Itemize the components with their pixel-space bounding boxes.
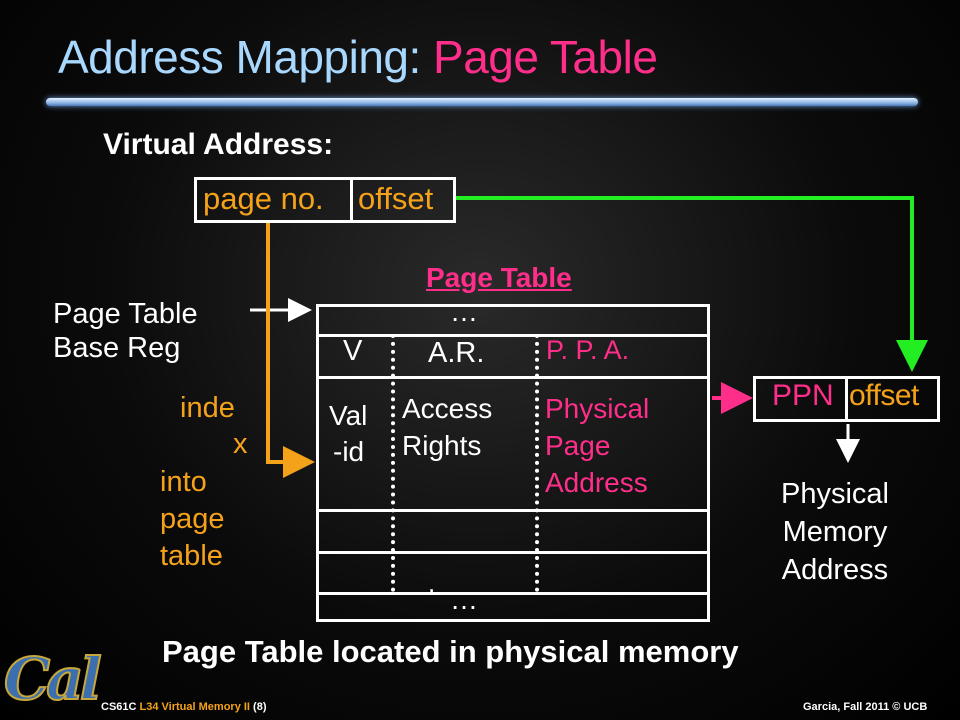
access-rights-cell: Access Rights bbox=[402, 390, 492, 464]
page-number-field: page no. bbox=[203, 181, 324, 216]
phys-line-3: Address bbox=[545, 467, 648, 498]
footer-course-code: CS61C bbox=[101, 701, 140, 713]
page-table-row-line bbox=[316, 334, 710, 337]
page-table-row-line bbox=[316, 509, 710, 512]
page-table-top-ellipsis: … bbox=[450, 296, 478, 327]
virtual-address-label: Virtual Address: bbox=[103, 128, 334, 161]
column-header-access-rights: A.R. bbox=[428, 337, 485, 369]
base-reg-line-2: Base Reg bbox=[53, 332, 181, 364]
cal-logo: Cal bbox=[3, 644, 103, 714]
page-table-heading: Page Table bbox=[426, 262, 572, 293]
index-label-top: inde x bbox=[180, 390, 248, 462]
physical-memory-address-label: Physical Memory Address bbox=[781, 475, 889, 589]
index-line-4: page bbox=[160, 503, 225, 535]
access-line-1: Access bbox=[402, 393, 493, 424]
page-table-bottom-ellipsis: … bbox=[450, 584, 478, 615]
page-table-bottom-dot: . bbox=[428, 568, 436, 598]
column-header-ppa: P. P. A. bbox=[546, 335, 630, 365]
column-header-valid: V bbox=[343, 335, 363, 367]
access-line-2: Rights bbox=[402, 430, 482, 461]
offset-field: offset bbox=[358, 181, 434, 216]
index-line-5: table bbox=[160, 540, 223, 572]
slide-title: Address Mapping: Page Table bbox=[58, 30, 658, 84]
index-label-bottom: into page table bbox=[160, 464, 225, 575]
footer-credit: Garcia, Fall 2011 © UCB bbox=[803, 701, 928, 713]
physical-address-divider bbox=[845, 376, 848, 422]
footer-slide-number: (8) bbox=[249, 701, 267, 713]
footer-lecture: L34 Virtual Memory II bbox=[139, 701, 250, 713]
physical-offset-field: offset bbox=[849, 379, 919, 412]
pma-line-3: Address bbox=[781, 554, 889, 586]
slide-caption: Page Table located in physical memory bbox=[162, 634, 739, 669]
virtual-address-divider bbox=[350, 177, 353, 223]
pma-line-1: Physical bbox=[781, 478, 889, 510]
page-table-base-reg-label: Page Table Base Reg bbox=[53, 297, 198, 365]
page-table-box bbox=[316, 304, 710, 622]
valid-cell: Val -id bbox=[329, 398, 367, 470]
title-underline-bar bbox=[46, 98, 918, 106]
virtual-address-box bbox=[194, 177, 456, 223]
pma-line-2: Memory bbox=[782, 516, 888, 548]
page-table-column-separator bbox=[391, 334, 395, 592]
valid-line-1: Val bbox=[329, 400, 368, 431]
title-part-2: Page Table bbox=[433, 31, 658, 83]
index-arrow bbox=[266, 223, 315, 478]
page-table-row-line bbox=[316, 592, 710, 595]
index-line-2: x bbox=[233, 428, 248, 460]
offset-arrow bbox=[456, 196, 928, 372]
valid-line-2: -id bbox=[333, 436, 365, 467]
index-line-1: inde bbox=[180, 392, 235, 424]
page-table-column-separator bbox=[535, 334, 539, 592]
footer-course: CS61C L34 Virtual Memory II (8) bbox=[101, 701, 266, 713]
base-reg-line-1: Page Table bbox=[53, 298, 198, 330]
page-table-row-line bbox=[316, 551, 710, 554]
index-line-3: into bbox=[160, 466, 207, 498]
title-part-1: Address Mapping: bbox=[58, 31, 434, 83]
ppn-field: PPN bbox=[772, 379, 834, 412]
phys-line-1: Physical bbox=[545, 393, 650, 424]
page-table-row-line bbox=[316, 376, 710, 379]
phys-line-2: Page bbox=[545, 430, 611, 461]
physical-page-address-cell: Physical Page Address bbox=[545, 390, 649, 501]
